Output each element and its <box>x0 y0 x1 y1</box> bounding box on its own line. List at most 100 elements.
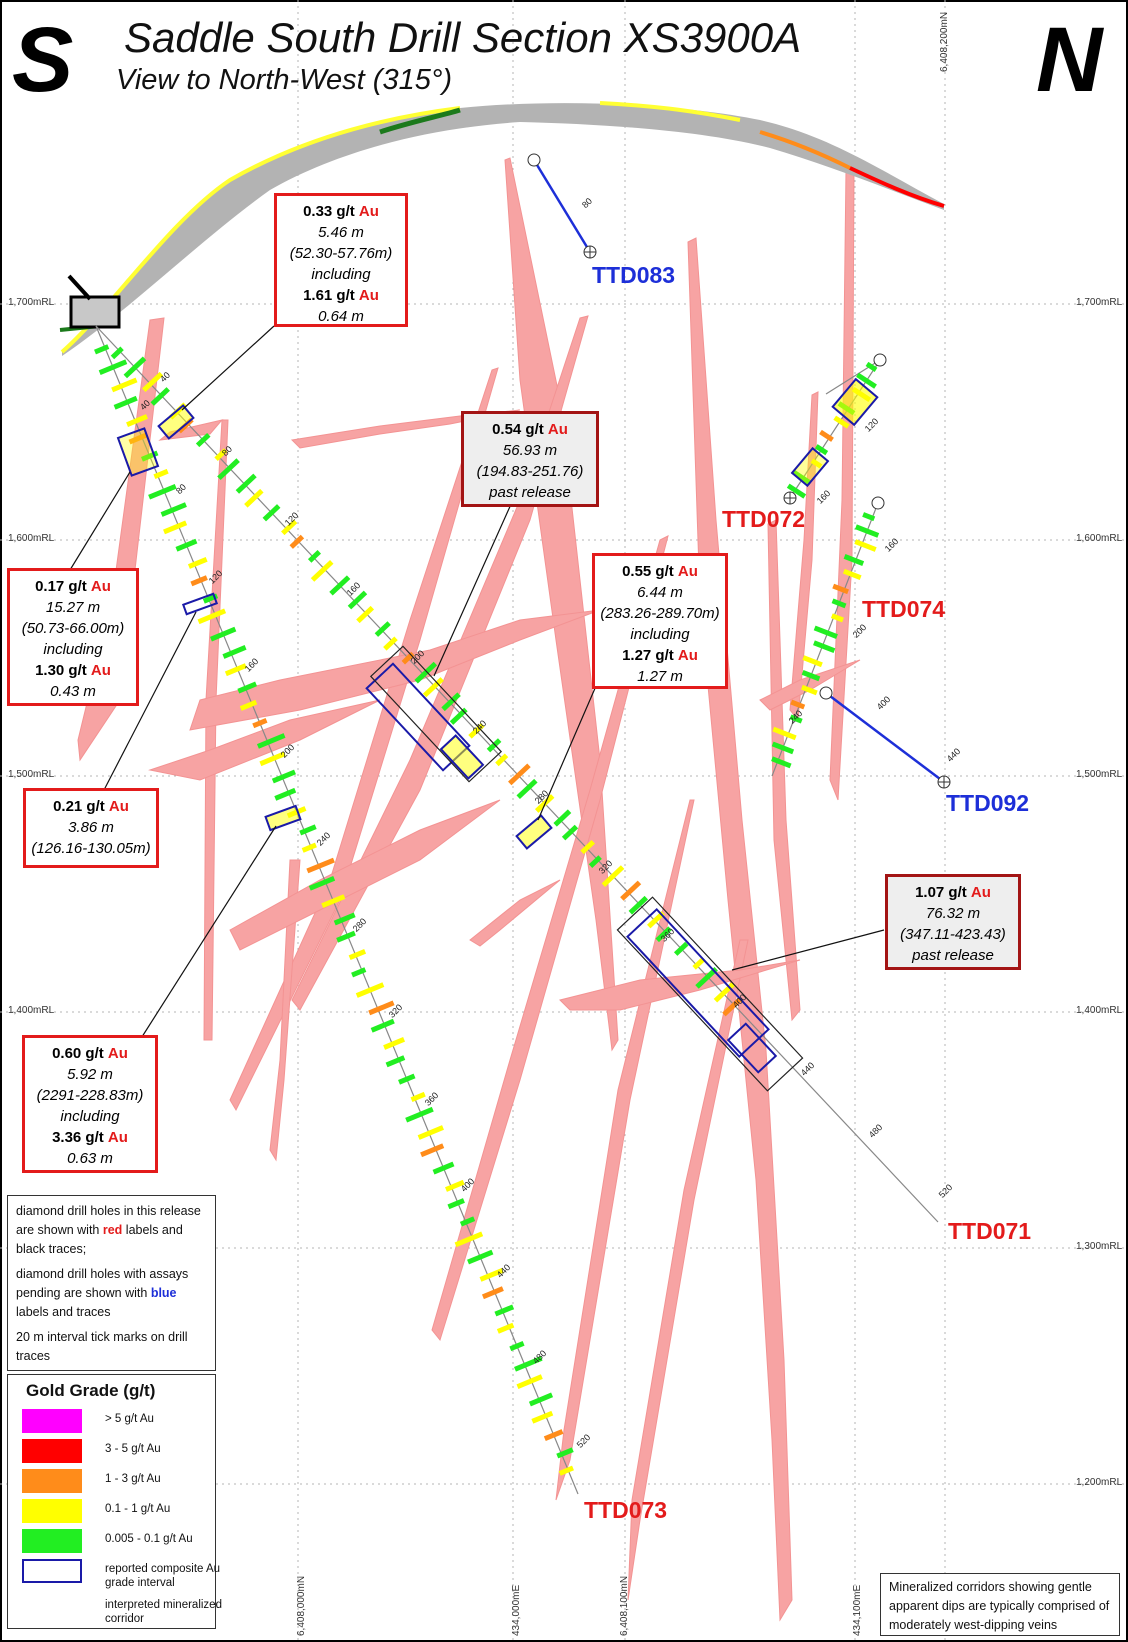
ttd071-sample-33 <box>561 824 579 841</box>
callout-6-grade: 0.55 g/t <box>622 563 674 580</box>
past-release-brackets <box>369 645 804 1092</box>
grade-label-gt5: > 5 g/t Au <box>105 1413 154 1425</box>
callout-1-range: (52.30-57.76m) <box>289 245 393 262</box>
callout-1-length2: 0.64 m <box>318 308 364 325</box>
callout-2-length: 15.27 m <box>45 599 101 616</box>
trace-ttd073 <box>95 325 579 1495</box>
callout-interval-2: 0.17 g/t Au 15.27 m (50.73-66.00m) inclu… <box>7 568 139 706</box>
grade-samples <box>94 344 880 1476</box>
ttd074-sample-3 <box>843 554 865 566</box>
ttd073-sample-60 <box>531 1410 554 1424</box>
gold-grade-legend: Gold Grade (g/t) > 5 g/t Au 3 - 5 g/t Au… <box>7 1374 222 1629</box>
ttd074-sample-0 <box>862 512 876 522</box>
callout-7-note: past release <box>912 947 994 964</box>
surface-samples-yellow <box>599 101 741 122</box>
ttd071-sample-29 <box>508 763 531 786</box>
ttd071-sample-20 <box>383 636 398 651</box>
ttd071-sample-30 <box>516 778 538 800</box>
legend-line1a: diamond drill holes in this release are … <box>16 1204 201 1237</box>
hole-label-ttd072: TTD072 <box>722 506 806 532</box>
ttd073-sample-42 <box>410 1091 426 1102</box>
north-compass-label: N <box>1036 9 1103 111</box>
legend-release-note: diamond drill holes in this release are … <box>16 1202 207 1259</box>
callout-5-length: 56.93 m <box>502 442 558 459</box>
callout-3-length: 3.86 m <box>68 819 114 836</box>
ttd071-sample-10 <box>244 488 264 508</box>
callout-5-au: Au <box>547 421 568 438</box>
ttd073-sample-4 <box>126 414 148 427</box>
ttd071-sample-45 <box>722 997 742 1017</box>
surface-samples-orange <box>759 130 851 170</box>
callout-6-range: (283.26-289.70m) <box>600 605 720 622</box>
elev-left-1600: 1,600mRL <box>8 533 55 544</box>
callout-4-grade: 0.60 g/t <box>52 1045 104 1062</box>
drill-rig-icon <box>69 295 121 329</box>
callout-1-including: including <box>311 266 371 283</box>
callout-interval-6: 0.55 g/t Au 6.44 m (283.26-289.70m) incl… <box>592 553 728 689</box>
grade-label-01-1: 0.1 - 1 g/t Au <box>105 1503 171 1515</box>
ttd071-sample-35 <box>588 855 602 868</box>
callout-5-grade: 0.54 g/t <box>492 421 544 438</box>
ttd071-sample-1 <box>123 356 147 379</box>
callout-5-note: past release <box>489 484 571 501</box>
ttd071-sample-6 <box>195 432 211 448</box>
surface-samples-green <box>379 107 461 135</box>
ttd073-sample-1 <box>98 359 128 375</box>
drill-traces <box>95 159 945 1495</box>
hole-label-ttd092: TTD092 <box>946 790 1030 816</box>
elev-left-1500: 1,500mRL <box>8 769 55 780</box>
ttd074-sample-15 <box>772 726 797 741</box>
grade-label-0005-01: 0.005 - 0.1 g/t Au <box>105 1533 193 1545</box>
composite-intervals <box>116 377 879 1074</box>
ttd072-sample-7 <box>810 458 823 469</box>
hole-label-ttd073: TTD073 <box>584 1497 668 1523</box>
ttd073-sample-30 <box>308 875 336 891</box>
elev-right-1200: 1,200mRL <box>1076 1477 1123 1488</box>
grade-label-corridor: interpreted mineralized corridor <box>105 1599 222 1625</box>
callout-6-length2: 1.27 m <box>637 668 683 685</box>
elev-right-1600: 1,600mRL <box>1076 533 1123 544</box>
ttd074-sample-16 <box>771 741 795 755</box>
ttd071-sample-28 <box>495 753 509 767</box>
hole-markers <box>527 153 951 789</box>
ttd071-sample-7 <box>214 448 228 461</box>
ttd073-sample-2 <box>111 377 138 393</box>
ttd071-sample-14 <box>307 550 322 563</box>
ttd074-sample-2 <box>854 539 877 552</box>
ttd073-sample-57 <box>514 1356 543 1372</box>
ttd071-sample-39 <box>647 911 665 929</box>
ttd071-sample-15 <box>310 560 334 582</box>
ttd073-sample-18 <box>224 663 247 677</box>
trace-ttd092 <box>825 692 945 783</box>
ttd073-sample-38 <box>370 1018 395 1033</box>
callout-1-grade2: 1.61 g/t <box>303 287 355 304</box>
ttd071-sample-3 <box>150 387 170 406</box>
grade-item-01-1: 0.1 - 1 g/t Au <box>15 1497 215 1525</box>
hole-label-ttd071: TTD071 <box>948 1218 1032 1244</box>
ttd073-sample-22 <box>256 733 286 749</box>
ttd073-sample-15 <box>197 608 227 625</box>
ttd071-sample-27 <box>486 738 502 753</box>
callout-interval-3: 0.21 g/t Au 3.86 m (126.16-130.05m) <box>23 788 159 868</box>
callout-2-including: including <box>43 641 103 658</box>
ttd073-sample-20 <box>239 699 258 711</box>
grade-swatch-01-1 <box>22 1499 82 1523</box>
easting-434100: 434,100mE <box>852 1584 863 1636</box>
grade-swatch-3-5 <box>22 1439 82 1463</box>
ttd074-sample-11 <box>801 670 821 682</box>
ttd071-sample-40 <box>655 926 672 943</box>
callout-1-au2: Au <box>358 287 379 304</box>
ttd073-sample-0 <box>94 344 110 355</box>
callout-7-grade: 1.07 g/t <box>915 884 967 901</box>
easting-434000: 434,000mE <box>511 1584 522 1636</box>
callout-6-grade2: 1.27 g/t <box>622 647 674 664</box>
ttd073-sample-53 <box>481 1286 504 1300</box>
callout-2-range: (50.73-66.00m) <box>21 620 125 637</box>
callout-5-range: (194.83-251.76) <box>476 463 584 480</box>
ttd071-sample-12 <box>281 519 298 536</box>
ttd073-sample-41 <box>398 1073 416 1085</box>
hole-label-ttd083: TTD083 <box>592 262 676 288</box>
callout-6-au: Au <box>677 563 698 580</box>
grade-swatch-0005-01 <box>22 1529 82 1553</box>
ttd071-sample-8 <box>217 458 240 481</box>
